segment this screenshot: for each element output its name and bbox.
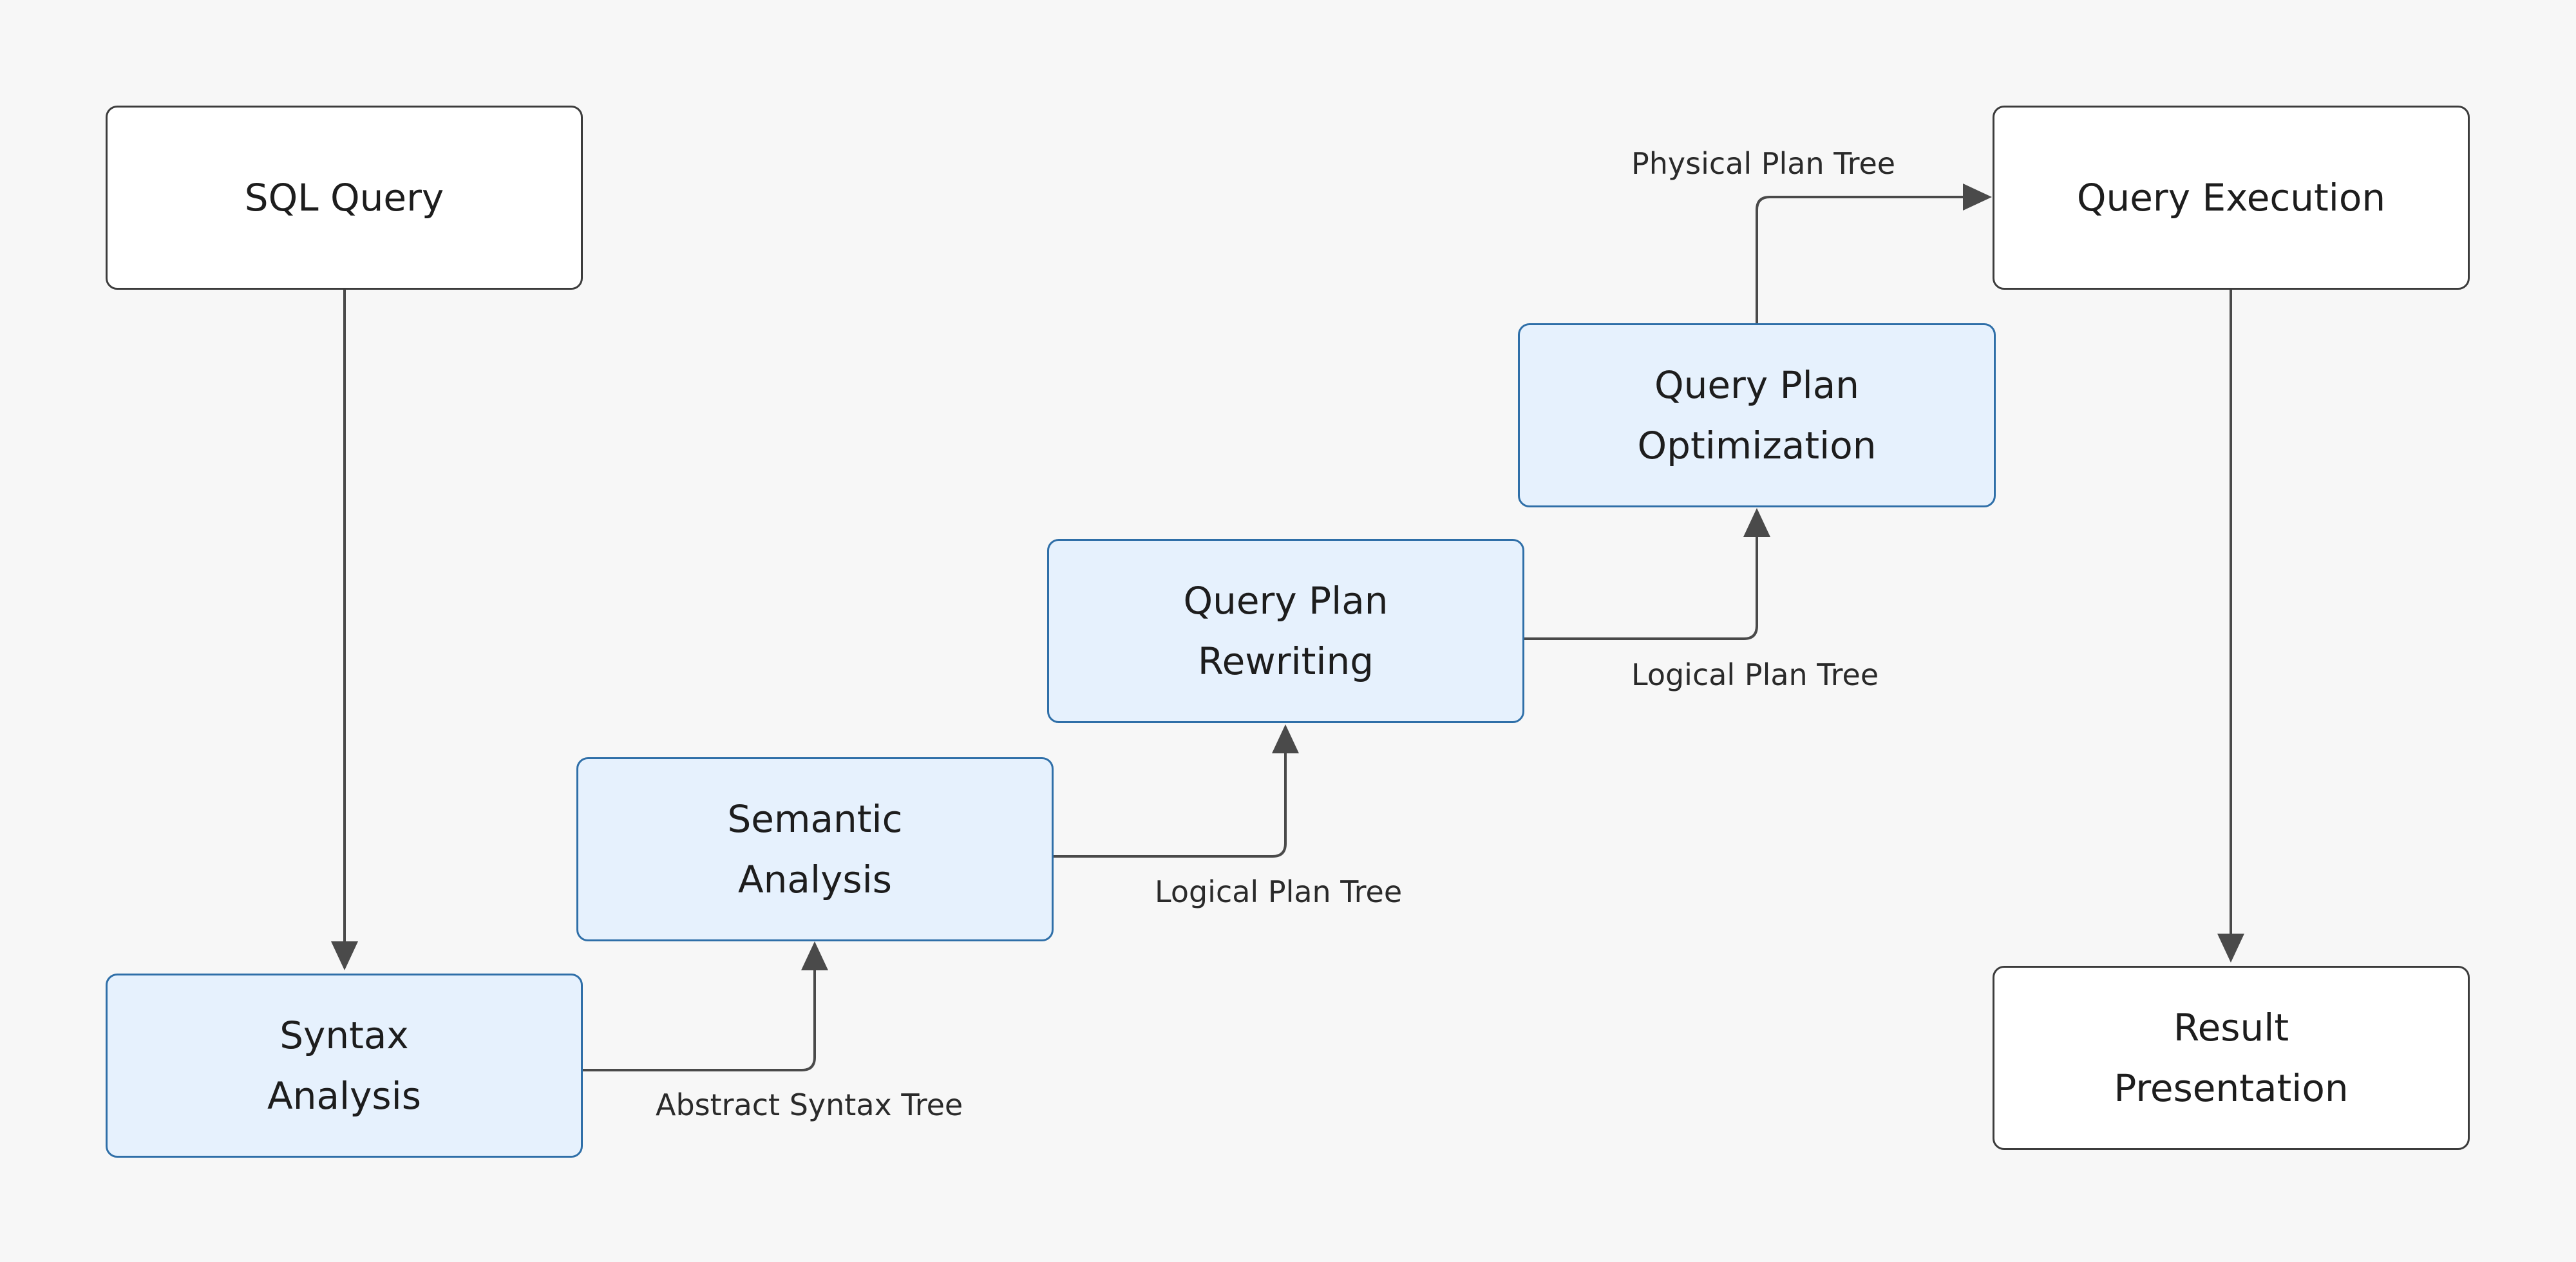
edge-rewriting-to-optimization — [1524, 537, 1758, 640]
edge-label-logical-plan-tree-1: Logical Plan Tree — [1155, 874, 1403, 909]
node-query-plan-rewriting-label: Query Plan Rewriting — [1183, 579, 1388, 683]
node-query-plan-optimization-label: Query Plan Optimization — [1637, 363, 1877, 467]
node-syntax-analysis-label: Syntax Analysis — [267, 1013, 421, 1118]
edge-semantic-to-rewriting — [1054, 753, 1287, 858]
node-sql-query: SQL Query — [106, 106, 583, 290]
node-query-execution-label: Query Execution — [2076, 176, 2386, 220]
edge-label-abstract-syntax-tree: Abstract Syntax Tree — [656, 1088, 963, 1122]
edge-rewriting-to-optimization-arrowhead — [1743, 508, 1770, 537]
node-semantic-analysis-label: Semantic Analysis — [727, 797, 903, 901]
edge-label-logical-plan-tree-2: Logical Plan Tree — [1631, 657, 1879, 692]
edge-optimization-to-execution — [1756, 196, 1963, 323]
node-semantic-analysis: Semantic Analysis — [576, 757, 1054, 941]
edge-execution-to-result-arrowhead — [2217, 934, 2244, 963]
node-query-execution: Query Execution — [1993, 106, 2470, 290]
edge-syntax-to-semantic-arrowhead — [801, 941, 828, 970]
edge-semantic-to-rewriting-arrowhead — [1272, 724, 1299, 753]
edge-syntax-to-semantic — [583, 970, 816, 1071]
edge-sql-to-syntax-arrowhead — [331, 941, 358, 970]
node-result-presentation: Result Presentation — [1993, 966, 2470, 1150]
node-query-plan-optimization: Query Plan Optimization — [1518, 323, 1996, 507]
node-result-presentation-label: Result Presentation — [2114, 1006, 2349, 1110]
node-syntax-analysis: Syntax Analysis — [106, 974, 583, 1158]
node-sql-query-label: SQL Query — [244, 176, 444, 220]
edge-optimization-to-execution-arrowhead — [1963, 184, 1992, 211]
node-query-plan-rewriting: Query Plan Rewriting — [1047, 539, 1524, 723]
edge-label-physical-plan-tree: Physical Plan Tree — [1631, 146, 1896, 181]
